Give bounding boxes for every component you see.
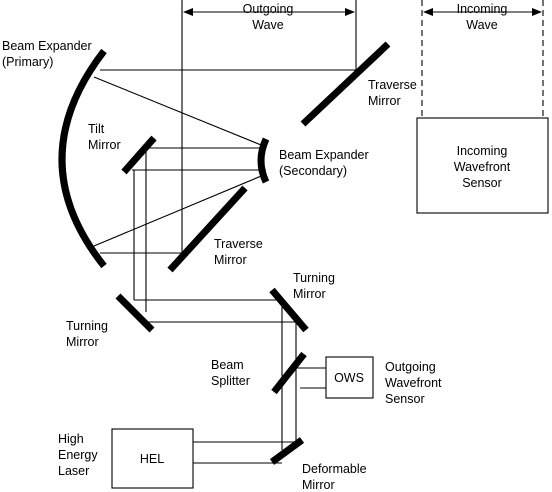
outgoing-wavefront-sensor-line1: Outgoing: [385, 360, 436, 374]
outgoing-wavefront-sensor-line2: Wavefront: [385, 376, 442, 390]
turning-mirror-left: [115, 293, 155, 333]
outgoing-wave-label-line1: Outgoing: [243, 2, 294, 16]
beam-paths: [93, 69, 356, 464]
beam-expander-primary-line1: Beam Expander: [2, 39, 92, 53]
deformable-mirror-line1: Deformable: [302, 462, 367, 476]
beam-splitter-line2: Splitter: [211, 374, 250, 388]
tilt-mirror: [121, 135, 157, 175]
turning-mirror-left-line1: Turning: [66, 319, 108, 333]
high-energy-laser-line3: Laser: [58, 464, 89, 478]
deformable-mirror: [269, 437, 305, 465]
beam-splitter-mirror: [271, 351, 307, 395]
outgoing-wave-label-line2: Wave: [252, 18, 284, 32]
ows-label: OWS: [334, 371, 364, 385]
incoming-wave-dimension: [421, 0, 544, 118]
secondary-beam-expander-mirror: [257, 137, 270, 184]
beam-expander-primary-line2: (Primary): [2, 55, 53, 69]
ows-box: [325, 356, 374, 399]
outgoing-wave-dimension: [181, 0, 357, 258]
primary-beam-expander-mirror: [58, 48, 107, 269]
hel-box: [111, 428, 194, 489]
traverse-mirror-top: [300, 41, 391, 127]
incoming-wavefront-sensor-line2: Wavefront: [454, 160, 511, 174]
traverse-mirror-bottom-line1: Traverse: [214, 237, 263, 251]
tilt-mirror-line2: Mirror: [88, 138, 121, 152]
traverse-mirror-top-line2: Mirror: [368, 94, 401, 108]
turning-mirror-right-line1: Turning: [293, 271, 335, 285]
incoming-wave-label-line1: Incoming: [457, 2, 508, 16]
high-energy-laser-line1: High: [58, 432, 84, 446]
beam-expander-secondary-line1: Beam Expander: [279, 148, 369, 162]
incoming-wavefront-sensor-line1: Incoming: [457, 144, 508, 158]
traverse-mirror-bottom-line2: Mirror: [214, 253, 247, 267]
beam-splitter-line1: Beam: [211, 358, 244, 372]
deformable-mirror-line2: Mirror: [302, 478, 335, 492]
hel-label: HEL: [140, 452, 164, 466]
outgoing-wavefront-sensor-line3: Sensor: [385, 392, 425, 406]
turning-mirror-right: [269, 287, 309, 333]
incoming-wavefront-sensor-box: [416, 117, 549, 214]
incoming-wavefront-sensor-line3: Sensor: [462, 176, 502, 190]
high-energy-laser-line2: Energy: [58, 448, 98, 462]
tilt-mirror-line1: Tilt: [88, 122, 105, 136]
beam-expander-secondary-line2: (Secondary): [279, 164, 347, 178]
traverse-mirror-bottom: [167, 185, 248, 273]
incoming-wave-label-line2: Wave: [466, 18, 498, 32]
turning-mirror-right-line2: Mirror: [293, 287, 326, 301]
traverse-mirror-top-line1: Traverse: [368, 78, 417, 92]
turning-mirror-left-line2: Mirror: [66, 335, 99, 349]
